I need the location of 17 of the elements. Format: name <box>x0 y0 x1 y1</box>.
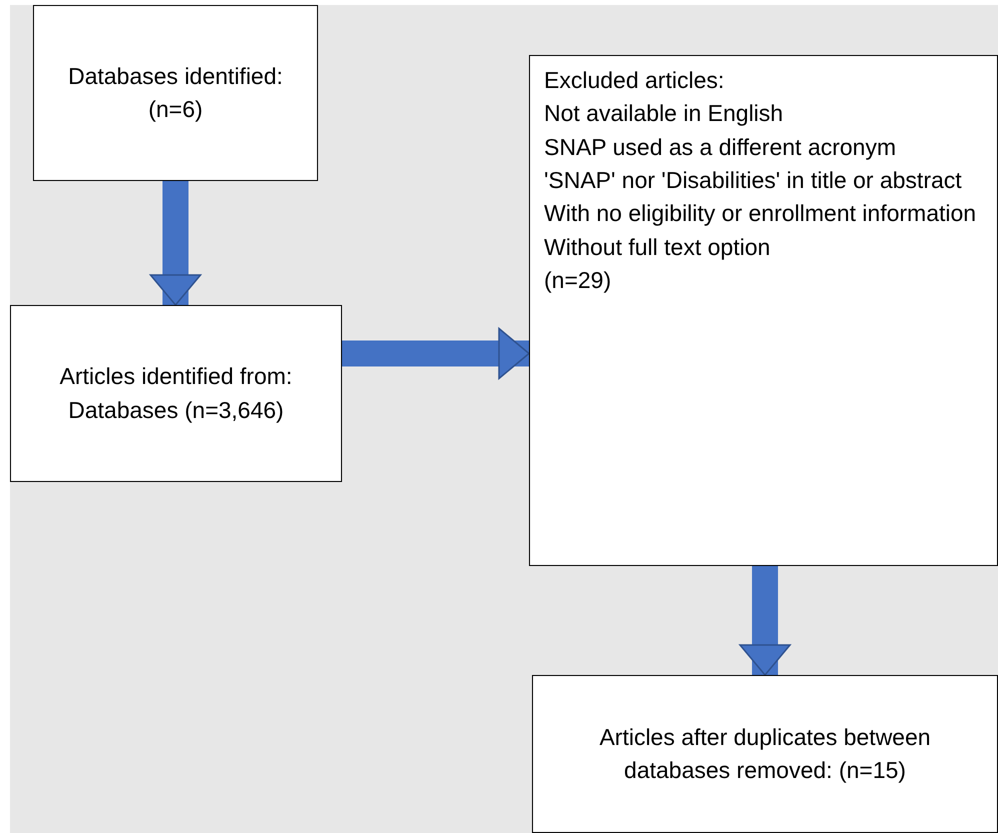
box-text: Not available in English <box>544 99 784 128</box>
box-heading: Excluded articles: <box>544 66 726 95</box>
process-box <box>529 55 998 566</box>
box-text: Without full text option <box>544 232 772 262</box>
block-arrow <box>739 566 791 676</box>
box-text: (n=29) <box>544 266 612 296</box>
process-box <box>532 675 998 833</box>
block-arrow <box>150 181 202 306</box>
block-arrow <box>342 328 530 380</box>
process-box <box>33 5 318 181</box>
box-text: SNAP used as a different acronym <box>544 132 898 162</box>
box-text: Articles after duplicates between databases removed: (n=15) <box>598 722 932 785</box>
box-text: Articles identified from: Databases (n=3,646) <box>58 362 294 425</box>
process-box <box>10 305 342 482</box>
box-text: With no eligibility or enrollment information <box>544 199 978 228</box>
box-text: 'SNAP' nor 'Disabilities' in title or abstract <box>544 166 963 196</box>
box-text: Databases identified: (n=6) <box>67 62 284 124</box>
